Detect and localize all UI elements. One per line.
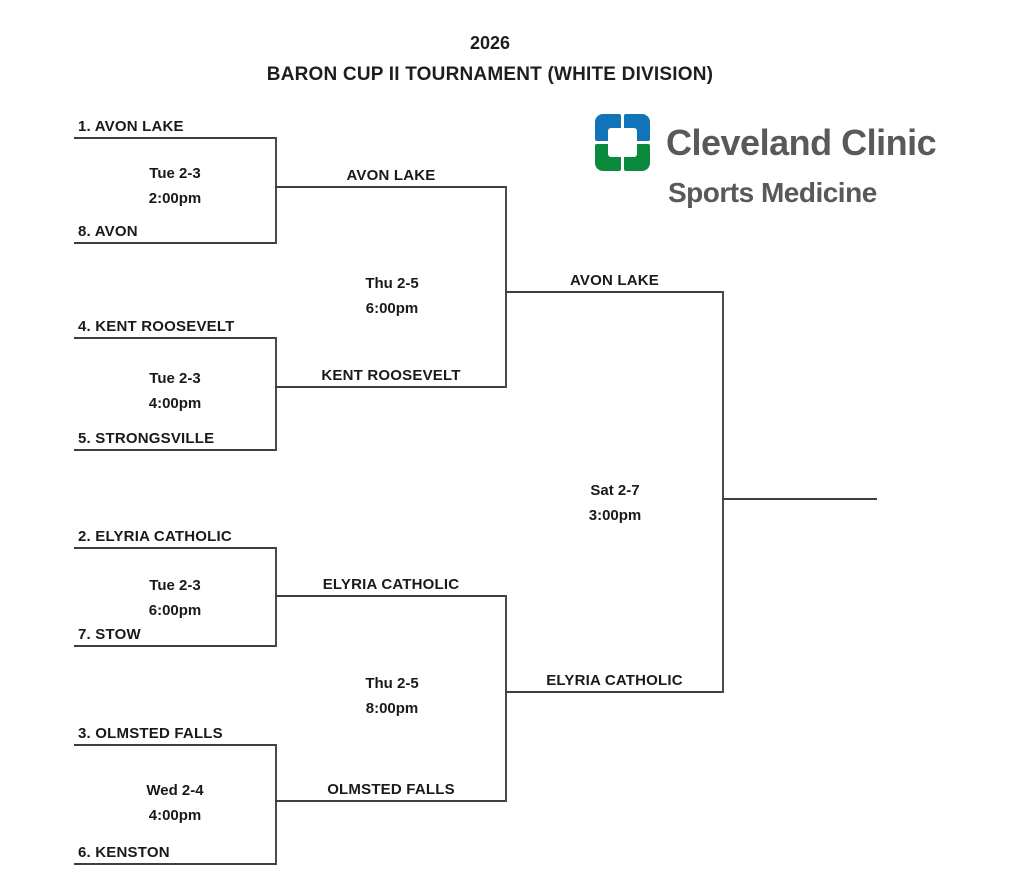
match-time: 6:00pm [148, 602, 202, 619]
match1-bottom-seed-line [74, 242, 277, 244]
semifinal1-connector [505, 186, 507, 388]
semifinal1-top-line [275, 186, 507, 188]
final-top-line [505, 291, 724, 293]
winner-label: AVON LAKE [569, 272, 660, 289]
seed-label: 5. STRONGSVILLE [78, 430, 215, 447]
match-date: Sat 2-7 [590, 482, 640, 499]
logo-brand-text: Cleveland Clinic [666, 122, 937, 163]
match-date: Wed 2-4 [146, 782, 204, 799]
match4-schedule: Wed 2-4 4:00pm [105, 778, 245, 828]
semifinal2-schedule: Thu 2-5 8:00pm [322, 671, 462, 721]
semifinal1-schedule: Thu 2-5 6:00pm [322, 271, 462, 321]
semifinal2-connector [505, 595, 507, 802]
match-date: Tue 2-3 [149, 165, 201, 182]
semifinal1-bottom-line [275, 386, 507, 388]
winner-label: OLMSTED FALLS [327, 781, 455, 798]
winner-label: ELYRIA CATHOLIC [322, 576, 460, 593]
champion-line [722, 498, 877, 500]
winner-label: KENT ROOSEVELT [321, 367, 461, 384]
match3-bottom-seed-line [74, 645, 277, 647]
match-date: Thu 2-5 [365, 275, 419, 292]
match3-connector [275, 547, 277, 647]
winner-label: ELYRIA CATHOLIC [546, 672, 683, 689]
final-connector [722, 291, 724, 693]
semifinal2-top-line [275, 595, 507, 597]
seed-label: 1. AVON LAKE [78, 118, 184, 135]
final-bottom-line [505, 691, 724, 693]
match4-bottom-seed-line [74, 863, 277, 865]
match-time: 4:00pm [148, 395, 202, 412]
seed-label: 4. KENT ROOSEVELT [78, 318, 235, 335]
match4-top-seed-line [74, 744, 277, 746]
match3-schedule: Tue 2-3 6:00pm [105, 573, 245, 623]
match2-top-seed-line [74, 337, 277, 339]
match1-schedule: Tue 2-3 2:00pm [105, 161, 245, 211]
match4-connector [275, 744, 277, 865]
seed-label: 6. KENSTON [78, 844, 170, 861]
seed-label: 2. ELYRIA CATHOLIC [78, 528, 232, 545]
cleveland-clinic-logo-icon [595, 114, 650, 171]
match-date: Tue 2-3 [149, 370, 201, 387]
match-time: 6:00pm [365, 300, 419, 317]
match2-bottom-seed-line [74, 449, 277, 451]
match3-top-seed-line [74, 547, 277, 549]
seed-label: 8. AVON [78, 223, 138, 240]
match1-top-seed-line [74, 137, 277, 139]
winner-label: AVON LAKE [346, 167, 436, 184]
final-schedule: Sat 2-7 3:00pm [545, 478, 685, 528]
title-year: 2026 [469, 33, 511, 53]
match-time: 4:00pm [148, 807, 202, 824]
match-time: 8:00pm [365, 700, 419, 717]
match2-connector [275, 337, 277, 451]
logo-sub-text: Sports Medicine [668, 177, 877, 208]
match-time: 3:00pm [588, 507, 642, 524]
match-date: Thu 2-5 [365, 675, 419, 692]
logo-center-square [608, 128, 637, 157]
page-title: BARON CUP II TOURNAMENT (WHITE DIVISION) [266, 64, 714, 85]
match1-connector [275, 137, 277, 244]
semifinal2-bottom-line [275, 800, 507, 802]
seed-label: 7. STOW [78, 626, 141, 643]
match-time: 2:00pm [148, 190, 202, 207]
match2-schedule: Tue 2-3 4:00pm [105, 366, 245, 416]
match-date: Tue 2-3 [149, 577, 201, 594]
seed-label: 3. OLMSTED FALLS [78, 725, 223, 742]
